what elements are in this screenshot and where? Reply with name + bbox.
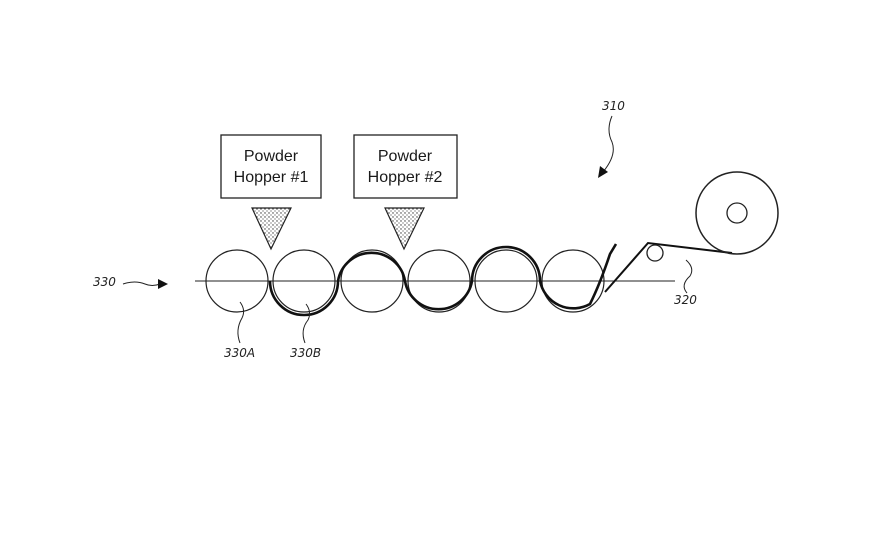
ref-330-arrowhead [158,279,168,289]
roller-row [205,249,605,313]
ref-330b: 330B [290,303,321,360]
hopper-1-label-line2: Hopper #1 [234,169,309,186]
powder-hopper-1: Powder Hopper #1 [220,134,322,251]
powder-hopper-2: Powder Hopper #2 [353,134,458,251]
ref-330-leader [122,281,161,286]
ref-330a-leader [237,301,245,344]
roller-330b [272,249,336,313]
ref-310-arrowhead [598,166,608,178]
roller-6 [541,249,605,313]
ref-330: 330 [93,275,168,289]
hopper-2-box [353,134,458,199]
ref-310-leader [602,115,614,173]
ref-310-label: 310 [602,99,625,113]
supply-roll-core [726,202,748,224]
ref-320-label: 320 [674,293,697,307]
hopper-2-funnel [384,207,425,251]
web-wrap-path [268,243,618,317]
ref-330b-label: 330B [290,346,321,360]
web-feed-path [604,241,733,293]
roller-330a [205,249,269,313]
ref-320-leader [683,259,693,294]
hopper-1-label-line1: Powder [244,148,299,165]
supply-roll [695,171,779,255]
ref-320: 320 [674,259,697,307]
hopper-1-funnel [251,207,292,251]
ref-330a: 330A [224,301,255,360]
roller-4 [407,249,471,313]
roller-5 [474,249,538,313]
roller-3 [340,249,404,313]
hopper-1-box [220,134,322,199]
idler-roller [646,244,664,262]
ref-330-label: 330 [93,275,116,289]
supply-roll-outer [695,171,779,255]
ref-330a-label: 330A [224,346,255,360]
ref-310: 310 [598,99,625,178]
ref-330b-leader [302,303,311,344]
hopper-2-label-line2: Hopper #2 [368,169,443,186]
hopper-2-label-line1: Powder [378,148,433,165]
